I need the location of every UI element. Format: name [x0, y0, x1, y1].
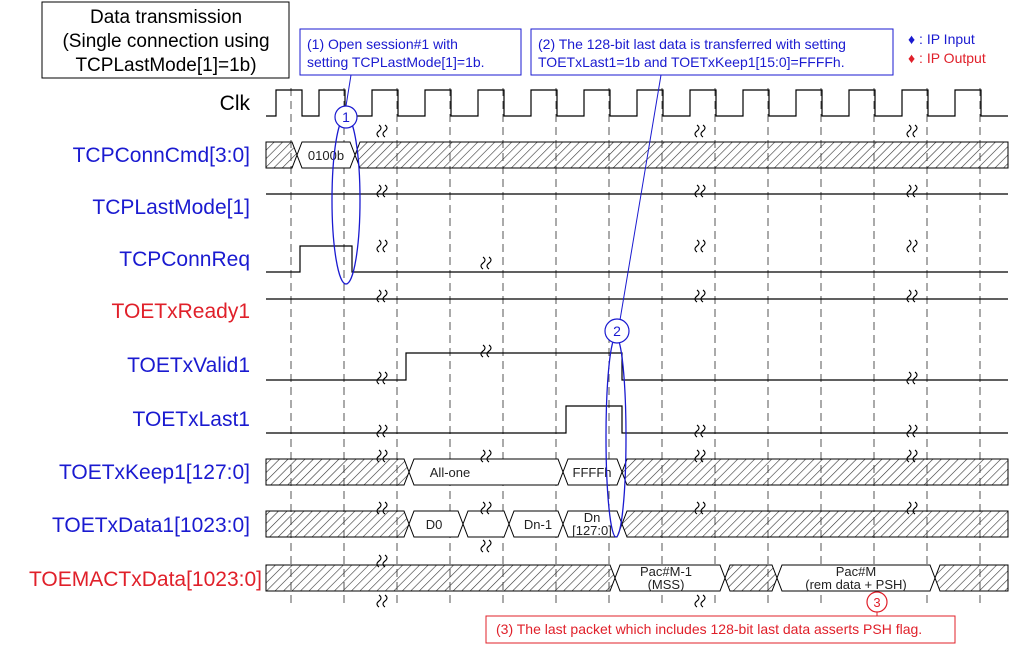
marker-1-label: 1 — [342, 109, 350, 125]
tcpconncmd-waveform: 0100b — [265, 141, 1009, 169]
signal-label-tcplastmode: TCPLastMode[1] — [92, 196, 250, 219]
title-line-1: Data transmission — [90, 7, 242, 28]
clk-waveform — [266, 89, 1008, 117]
data-dn-value-line-2: [127:0] — [572, 523, 612, 538]
legend-output: ♦ : IP Output — [908, 50, 986, 66]
title-line-2: (Single connection using — [62, 31, 269, 52]
data-d0-value: D0 — [426, 517, 443, 532]
signal-label-clk: Clk — [220, 92, 251, 115]
signal-labels: Clk TCPConnCmd[3:0] TCPLastMode[1] TCPCo… — [29, 92, 262, 591]
note-2-line-1: (2) The 128-bit last data is transferred… — [538, 36, 846, 52]
tcpconnreq-waveform — [266, 245, 1008, 273]
time-break-marks — [376, 124, 918, 608]
note-1-line-2: setting TCPLastMode[1]=1b. — [307, 54, 485, 70]
keep-allone-value: All-one — [430, 465, 470, 480]
note-3-text: (3) The last packet which includes 128-b… — [496, 621, 922, 637]
annotation-2: 2 — [604, 74, 662, 538]
note-2-line-2: TOETxLast1=1b and TOETxKeep1[15:0]=FFFFh… — [538, 54, 845, 70]
toetxdata1-waveform: D0 Dn-1 Dn [127:0] — [265, 510, 1009, 538]
note-2-box: (2) The 128-bit last data is transferred… — [530, 28, 894, 76]
signal-label-tcpconncmd: TCPConnCmd[3:0] — [73, 144, 250, 167]
data-dn-value-line-1: Dn — [584, 510, 601, 525]
toetxlast1-waveform — [266, 405, 1008, 434]
signal-label-toetxready1: TOETxReady1 — [112, 300, 251, 323]
signal-label-toetxdata1: TOETxData1[1023:0] — [52, 514, 250, 537]
signal-label-tcpconnreq: TCPConnReq — [119, 248, 250, 271]
signal-label-toetxvalid1: TOETxValid1 — [127, 354, 250, 377]
marker-2-label: 2 — [613, 323, 621, 339]
mac-pm1-line-1: Pac#M-1 — [640, 564, 692, 579]
annotation-1: 1 — [331, 74, 361, 285]
legend-input: ♦ : IP Input — [908, 31, 975, 47]
mac-pm1-line-2: (MSS) — [648, 577, 685, 592]
keep-last-value: FFFFh — [573, 465, 612, 480]
toetxkeep1-waveform: All-one FFFFh — [265, 458, 1009, 486]
annotation-3: 3 (3) The last packet which includes 128… — [485, 591, 956, 644]
title-box: Data transmission (Single connection usi… — [41, 1, 290, 79]
tcpconncmd-value: 0100b — [308, 148, 344, 163]
note-1-line-1: (1) Open session#1 with — [307, 36, 458, 52]
mac-pm-line-1: Pac#M — [836, 564, 876, 579]
note-1-box: (1) Open session#1 with setting TCPLastM… — [299, 28, 522, 76]
mac-pm-line-2: (rem data + PSH) — [805, 577, 907, 592]
title-line-3: TCPLastMode[1]=1b) — [75, 55, 256, 76]
toetxvalid1-waveform — [266, 352, 1008, 381]
data-dn1-value: Dn-1 — [524, 517, 552, 532]
signal-label-toetxkeep1: TOETxKeep1[127:0] — [59, 461, 250, 484]
signal-label-toemactxdata: TOEMACTxData[1023:0] — [29, 568, 262, 591]
signal-label-toetxlast1: TOETxLast1 — [133, 408, 251, 431]
marker-3-label: 3 — [873, 595, 880, 610]
toemactxdata-waveform: Pac#M-1 (MSS) Pac#M (rem data + PSH) — [265, 564, 1009, 592]
